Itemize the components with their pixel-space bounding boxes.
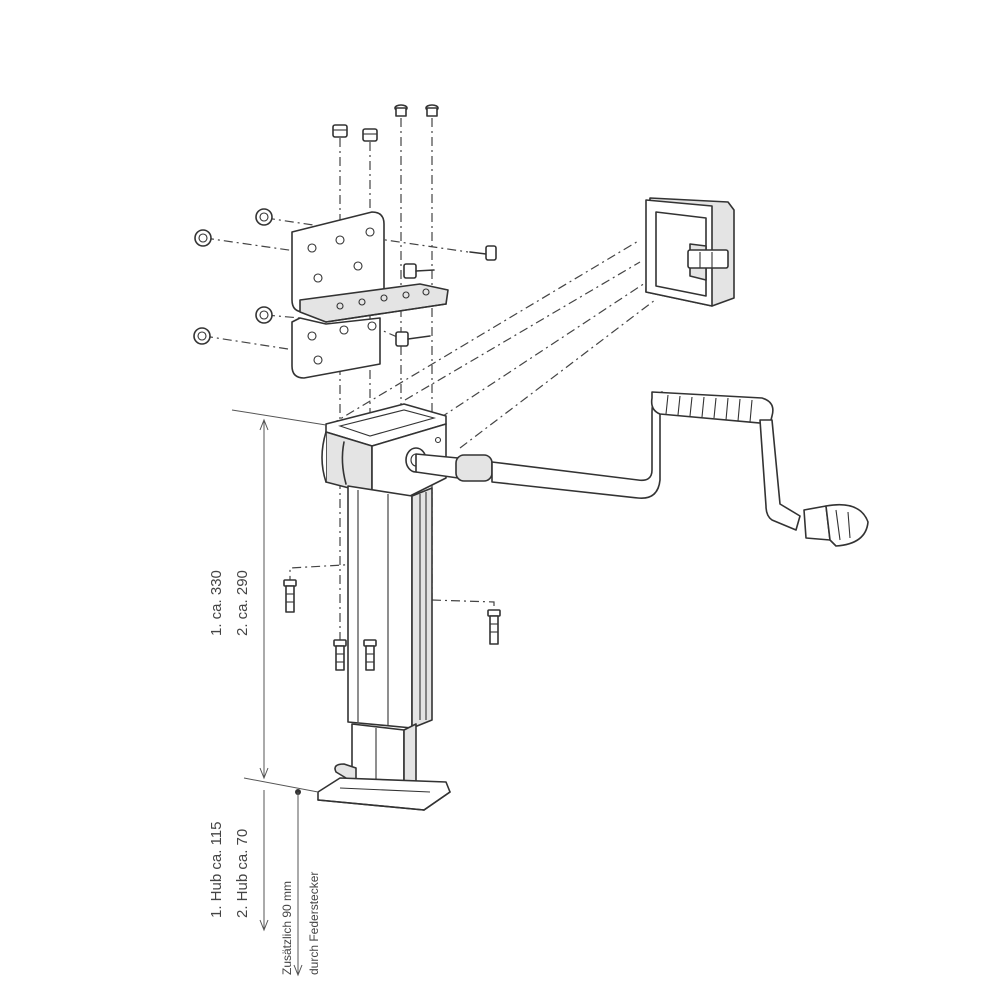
stroke-label-2: 2. Hub ca. 70 xyxy=(234,829,251,918)
grip-knurl xyxy=(665,394,753,423)
dimension-lines xyxy=(231,409,327,977)
screw-icon xyxy=(487,609,501,645)
stroke-label-1: 1. Hub ca. 115 xyxy=(208,822,225,918)
bolt-icon xyxy=(395,331,431,347)
nut-icon xyxy=(255,208,273,226)
nut-icon xyxy=(255,306,273,324)
mounting-bracket xyxy=(645,197,735,307)
foot-plate xyxy=(317,763,451,811)
nut-icon xyxy=(332,124,348,138)
side-nuts xyxy=(193,208,273,345)
top-fasteners xyxy=(332,104,439,142)
extra-travel-label-1: Zusätzlich 90 mm xyxy=(280,881,294,975)
extra-travel-label-2: durch Federstecker xyxy=(307,872,321,975)
height-label-2: 2. ca. 290 xyxy=(234,570,251,636)
nut-icon xyxy=(362,128,378,142)
bolt-icon xyxy=(403,263,435,279)
outer-tube xyxy=(347,485,433,729)
screw-icon xyxy=(333,639,347,671)
washer-icon xyxy=(394,104,408,117)
angle-bracket-upper xyxy=(291,211,449,323)
height-label-1: 1. ca. 330 xyxy=(208,570,225,636)
washer-icon xyxy=(425,104,439,117)
nut-icon xyxy=(193,327,211,345)
bolt-icon xyxy=(469,245,497,261)
screw-icon xyxy=(283,579,297,613)
nut-icon xyxy=(194,229,212,247)
angle-bracket-lower xyxy=(291,317,381,379)
screw-icon xyxy=(363,639,377,671)
lower-screws xyxy=(283,579,501,671)
crank-handle xyxy=(415,391,869,547)
